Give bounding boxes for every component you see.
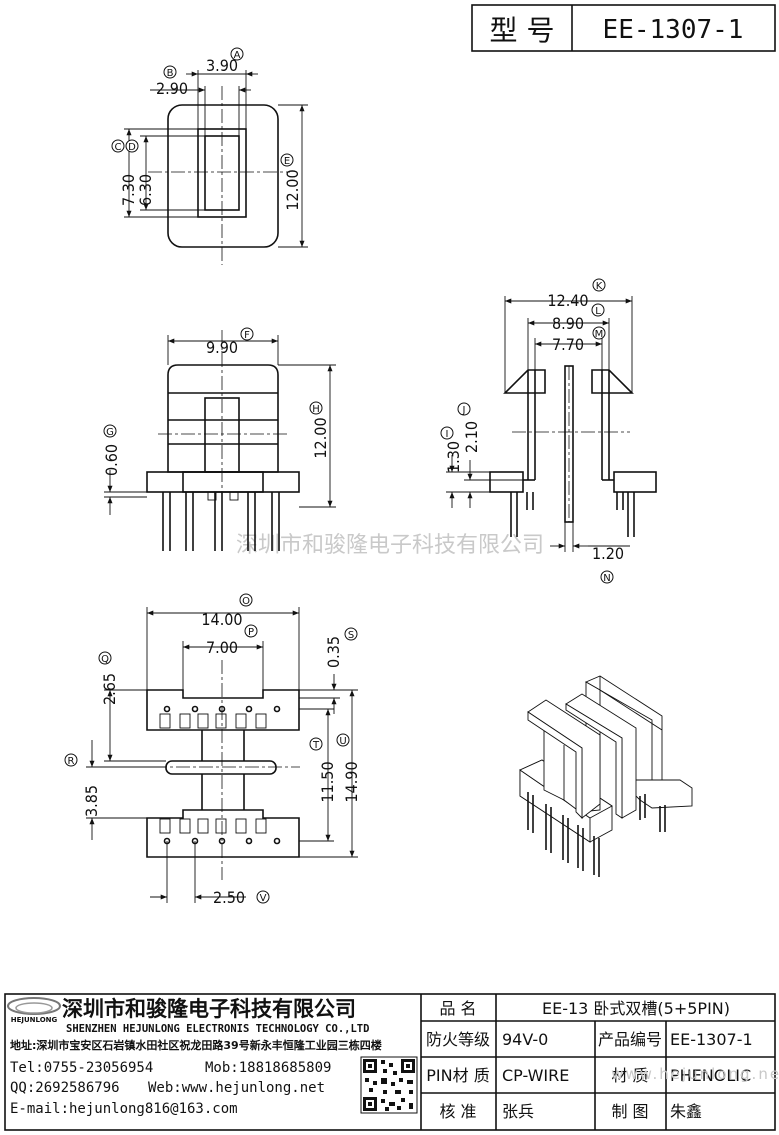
dim-top-width: 3.90 — [206, 56, 238, 75]
dim-side-mid: 8.90 — [552, 314, 584, 333]
dim-bottom-pin-pitch: 2.50 — [213, 888, 245, 907]
bubble-c: C — [115, 142, 122, 153]
dim-side-width: 12.40 — [547, 291, 588, 310]
watermark-footer: www.hejunlong.net — [611, 1065, 779, 1083]
drafter-value: 朱鑫 — [670, 1102, 702, 1121]
pin-material-value: CP-WIRE — [502, 1066, 569, 1085]
dim-front-base: 0.60 — [102, 444, 121, 476]
drafter-label: 制 图 — [611, 1102, 648, 1121]
side-view: 12.40 8.90 7.70 1.30 2.10 1.20 K L M I J… — [440, 278, 657, 584]
dim-top-inner-height: 6.30 — [136, 174, 155, 206]
dim-side-step: 2.10 — [462, 421, 481, 453]
product-name-label: 品 名 — [439, 999, 476, 1018]
pin-material-label: PIN材 质 — [426, 1066, 489, 1085]
dim-side-inner: 7.70 — [552, 335, 584, 354]
bubble-a: A — [234, 50, 241, 61]
company-mob: Mob:18818685809 — [205, 1060, 331, 1076]
company-address: 地址:深圳市宝安区石岩镇水田社区祝龙田路39号新永丰恒隆工业园三栋四楼 — [10, 1038, 382, 1052]
bubble-b: B — [167, 68, 174, 79]
bubble-q: Q — [101, 654, 109, 665]
dim-top-height: 7.30 — [119, 174, 138, 206]
material-value: PHENOLIC — [670, 1066, 751, 1085]
company-qq: QQ:2692586796 — [10, 1080, 120, 1096]
dim-bottom-flange: 2.65 — [100, 673, 119, 705]
dim-bottom-lip: 0.35 — [324, 636, 343, 668]
checker-label: 核 准 — [439, 1102, 476, 1121]
isometric-view — [519, 675, 693, 877]
bubble-j: J — [462, 405, 466, 416]
bubble-k: K — [596, 281, 603, 292]
company-email: E-mail:hejunlong816@163.com — [10, 1101, 238, 1117]
product-name-value: EE-13 卧式双槽(5+5PIN) — [542, 999, 730, 1018]
bubble-d: D — [128, 142, 136, 153]
fire-rating-label: 防火等级 — [426, 1030, 490, 1049]
title-block: 品 名 EE-13 卧式双槽(5+5PIN) 防火等级 94V-0 产品编号 E… — [4, 993, 779, 1131]
dim-bottom-center: 3.85 — [82, 785, 101, 817]
bubble-i: I — [446, 429, 449, 440]
bubble-n: N — [603, 573, 610, 584]
bubble-s: S — [348, 630, 354, 641]
bubble-v: V — [260, 893, 267, 904]
bubble-h: H — [312, 404, 320, 415]
bubble-u: U — [339, 736, 346, 747]
product-no-label: 产品编号 — [598, 1030, 662, 1049]
dim-bottom-width: 14.00 — [201, 610, 242, 629]
bubble-g: G — [106, 427, 114, 438]
model-value: EE-1307-1 — [603, 15, 744, 45]
checker-value: 张兵 — [502, 1102, 534, 1121]
dim-top-overall: 12.00 — [283, 169, 302, 210]
qr-code — [360, 1056, 418, 1114]
dim-front-height: 12.00 — [311, 417, 330, 458]
company-logo: HEJUNLONG — [7, 997, 61, 1024]
dim-top-inner-width: 2.90 — [156, 79, 188, 98]
dim-bottom-overall: 14.90 — [342, 761, 361, 802]
dim-front-width: 9.90 — [206, 338, 238, 357]
material-label: 材 质 — [611, 1066, 648, 1085]
company-name-cn: 深圳市和骏隆电子科技有限公司 — [62, 997, 356, 1021]
bubble-t: T — [312, 740, 320, 751]
dim-bottom-pitch: 11.50 — [318, 761, 337, 802]
dim-side-base: 1.30 — [444, 441, 463, 473]
front-view: 9.90 12.00 0.60 F G H — [102, 327, 336, 551]
model-label: 型 号 — [490, 14, 555, 47]
fire-rating-value: 94V-0 — [502, 1030, 548, 1049]
bubble-f: F — [244, 330, 250, 341]
dim-bottom-inner: 7.00 — [206, 638, 238, 657]
bottom-view: 14.00 7.00 0.35 2.65 11.50 14.90 3.85 — [64, 593, 361, 907]
company-tel: Tel:0755-23056954 — [10, 1060, 153, 1076]
dim-side-pin: 1.20 — [592, 544, 624, 563]
bubble-m: M — [595, 329, 604, 340]
bubble-e: E — [284, 156, 290, 167]
model-header: 型 号 EE-1307-1 — [471, 4, 776, 52]
top-view: 3.90 2.90 7.30 6.30 12.00 A B C D E — [111, 47, 308, 265]
bubble-l: L — [595, 306, 601, 317]
bubble-p: P — [248, 627, 254, 638]
product-no-value: EE-1307-1 — [670, 1030, 753, 1049]
bubble-r: R — [68, 756, 75, 767]
bubble-o: O — [242, 596, 250, 607]
watermark-main: 深圳市和骏隆电子科技有限公司 — [236, 533, 544, 558]
logo-text: HEJUNLONG — [11, 1016, 58, 1024]
company-name-en: SHENZHEN HEJUNLONG ELECTRONIS TECHNOLOGY… — [66, 1023, 369, 1035]
company-web: Web:www.hejunlong.net — [148, 1080, 325, 1096]
